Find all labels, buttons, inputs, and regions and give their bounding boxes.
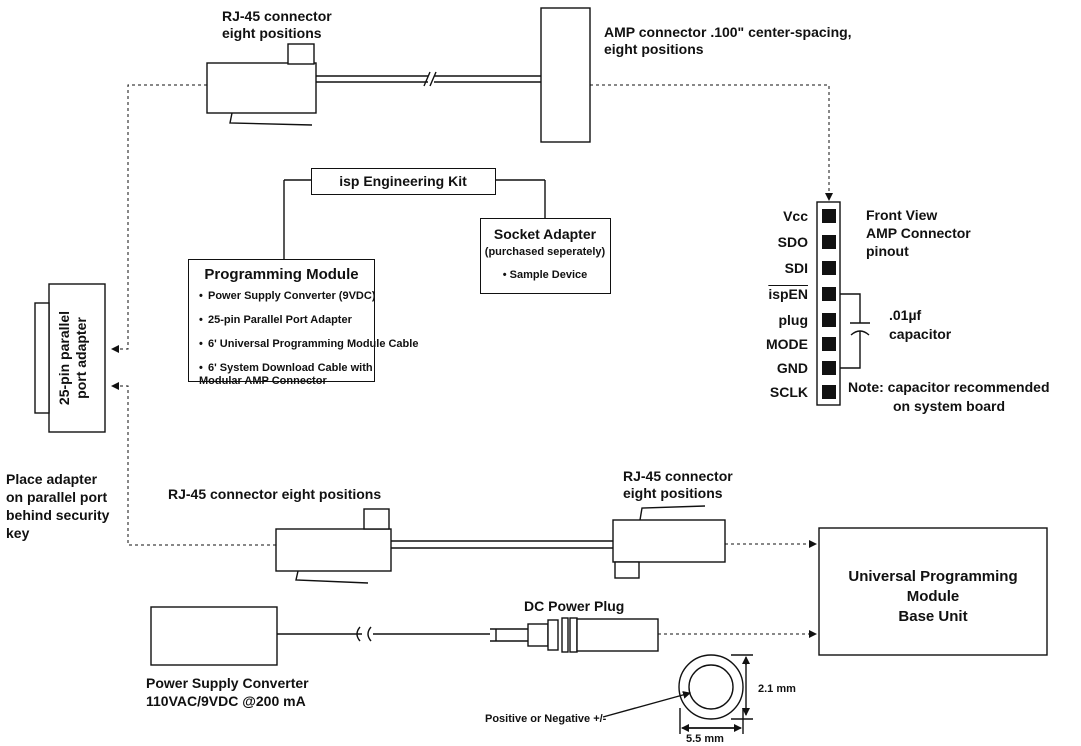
pin-label-mode: MODE (766, 336, 808, 352)
power-supply-box (150, 606, 278, 666)
socket-adapter-title: Socket Adapter (493, 226, 597, 242)
pin-label-plug: plug (778, 312, 808, 328)
socket-adapter-box: Socket Adapter (purchased seperately) • … (480, 218, 611, 294)
pin-label-sdo: SDO (777, 234, 808, 250)
parallel-adapter-shape (34, 283, 106, 433)
pin-label-vcc: Vcc (783, 208, 808, 224)
rj45-connector-top (206, 43, 317, 126)
rj45-connector-bottom-left (275, 508, 392, 584)
pin-label-ispen: ispEN (768, 286, 808, 302)
dc-power-plug-shape (490, 617, 659, 653)
kit-tree-lines (283, 179, 546, 259)
pm-item: Power Supply Converter (9VDC) (199, 290, 418, 303)
polarity-label: Positive or Negative +/- (485, 713, 607, 725)
pin-label-sdi: SDI (784, 260, 808, 276)
programming-module-title: Programming Module (204, 266, 359, 283)
bottom-cable (391, 540, 613, 549)
isp-kit-label: isp Engineering Kit (339, 173, 467, 189)
isp-kit-box: isp Engineering Kit (311, 168, 496, 195)
amp-connector-label: AMP connector .100" center-spacing,eight… (604, 24, 852, 57)
dashed-rj45-to-adapter (111, 84, 207, 353)
plug-end-view (602, 654, 744, 720)
dashed-amp-to-pinout (590, 84, 833, 201)
pm-item: 25-pin Parallel Port Adapter (199, 314, 418, 327)
dashed-adapter-to-rj45 (111, 382, 276, 546)
dimension-lines (679, 654, 753, 734)
top-cable (316, 71, 541, 87)
base-unit-box (818, 527, 1048, 656)
pm-item: 6' Universal Programming Module Cable (199, 338, 418, 351)
dim-width-label: 5.5 mm (686, 733, 724, 745)
rj45-bottom-left-label: RJ-45 connector eight positions (168, 486, 382, 502)
pinout-strip (816, 201, 841, 406)
programming-module-items: Power Supply Converter (9VDC) 25-pin Par… (199, 290, 418, 388)
power-cable (277, 626, 490, 642)
rj45-connector-bottom-right (612, 505, 726, 579)
dc-plug-label: DC Power Plug (524, 598, 625, 614)
socket-adapter-subtitle: (purchased seperately) (484, 246, 606, 258)
dim-height-label: 2.1 mm (758, 683, 796, 695)
amp-connector (540, 7, 591, 143)
pin-squares (822, 209, 836, 399)
capacitor-circuit (840, 293, 870, 369)
socket-adapter-item: • Sample Device (502, 269, 588, 281)
pin-label-sclk: SCLK (769, 384, 808, 400)
pin-label-gnd: GND (776, 360, 808, 376)
